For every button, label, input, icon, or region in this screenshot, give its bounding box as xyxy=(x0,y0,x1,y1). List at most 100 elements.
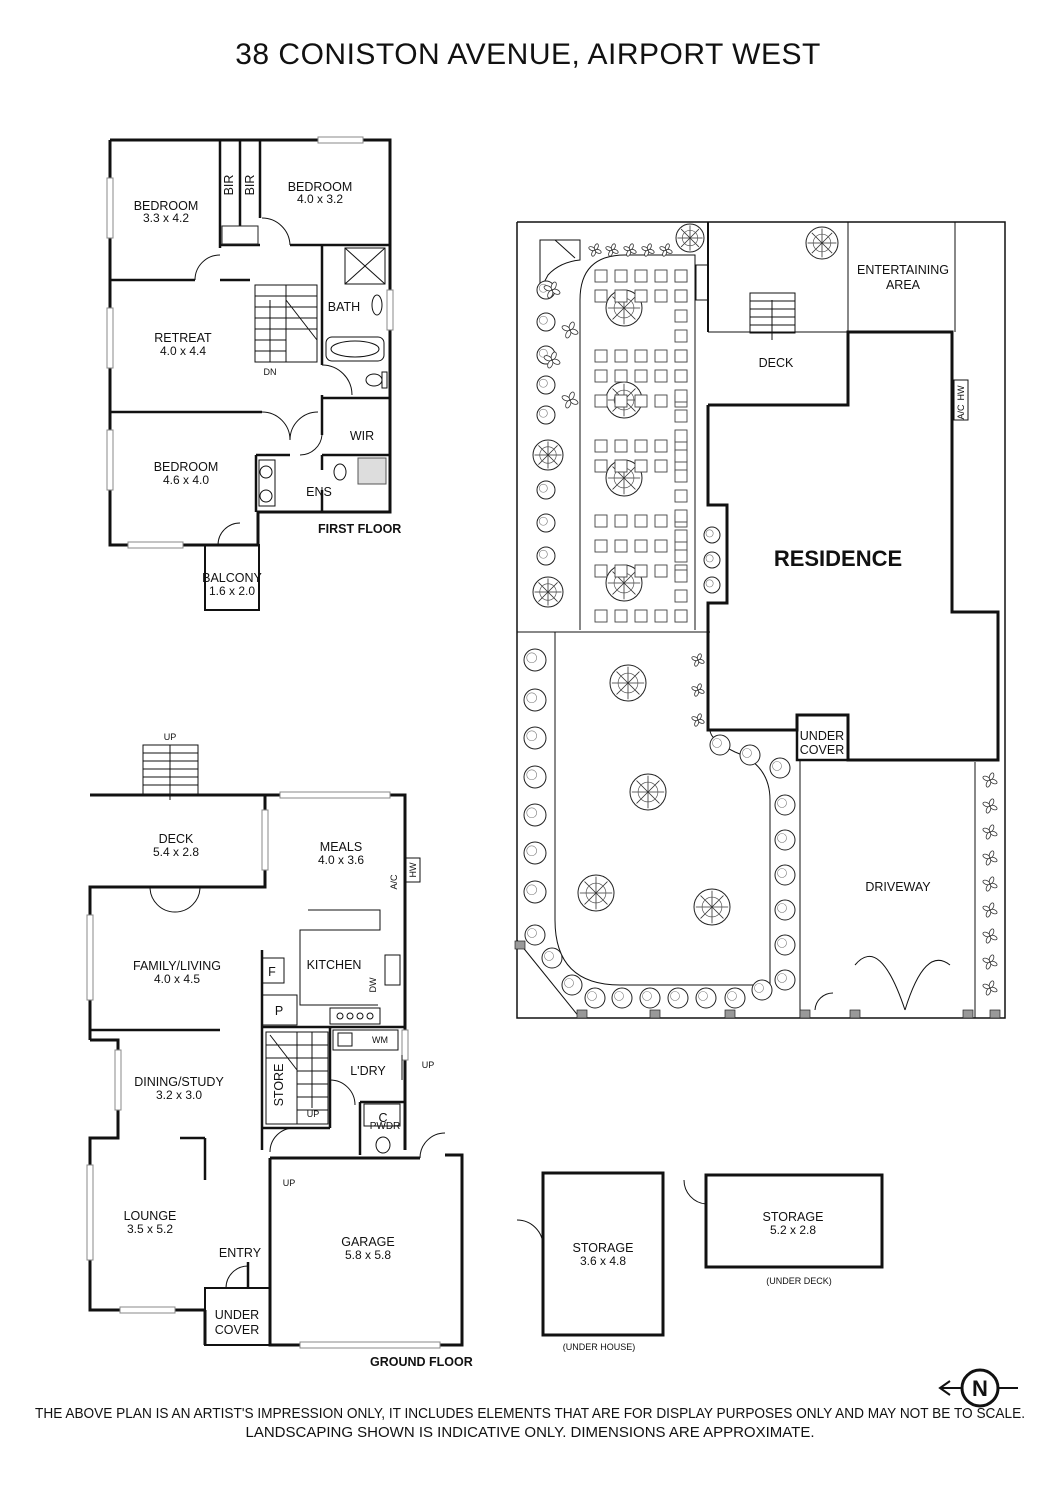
toilet-icon xyxy=(375,1136,391,1154)
shrub-icon xyxy=(982,827,991,834)
lounge-label: LOUNGE xyxy=(124,1209,177,1223)
ground-hw-label: HW xyxy=(408,862,418,877)
shrub-icon xyxy=(989,934,998,941)
fridge-label: F xyxy=(268,965,276,979)
window xyxy=(86,1164,94,1261)
window xyxy=(106,177,114,239)
stair-dn-label: DN xyxy=(264,367,277,377)
meals-dim: 4.0 x 3.6 xyxy=(318,853,364,867)
shrub-icon xyxy=(547,359,554,369)
shrub-icon xyxy=(523,880,547,904)
bir-2-label: BIR xyxy=(243,175,257,196)
bedroom-ne-label: BEDROOM xyxy=(288,180,353,194)
shrub-icon xyxy=(989,856,998,863)
entertaining-label-2: AREA xyxy=(886,278,921,292)
shrub-icon xyxy=(769,757,791,779)
shrub-icon xyxy=(611,987,633,1009)
shrub-icon xyxy=(695,987,717,1009)
storage-under-deck: STORAGE 5.2 x 2.8 (UNDER DECK) xyxy=(683,1173,884,1286)
door-swing-icon xyxy=(516,1219,544,1247)
family-living-label: FAMILY/LIVING xyxy=(133,959,221,973)
shrub-icon xyxy=(982,775,991,782)
shrub-icon xyxy=(561,974,583,996)
dining-study-label: DINING/STUDY xyxy=(134,1075,224,1089)
family-living-dim: 4.0 x 4.5 xyxy=(154,972,200,986)
storage-under-house: STORAGE 3.6 x 4.8 (UNDER HOUSE) xyxy=(516,1171,665,1352)
shrub-icon xyxy=(569,328,579,335)
shrub-icon xyxy=(547,289,554,299)
shrub-icon xyxy=(985,779,992,788)
page-title: 38 CONISTON AVENUE, AIRPORT WEST xyxy=(235,38,821,71)
shrub-icon xyxy=(985,857,992,866)
window xyxy=(106,429,114,491)
ens-label: ENS xyxy=(306,485,332,499)
balcony-dim: 1.6 x 2.0 xyxy=(209,584,255,598)
shrub-icon xyxy=(988,902,995,911)
shrub-icon xyxy=(982,957,991,964)
shrub-icon xyxy=(561,395,571,402)
bedroom-nw-dim: 3.3 x 4.2 xyxy=(143,211,189,225)
store-label: STORE xyxy=(272,1064,286,1107)
residence-label: RESIDENCE xyxy=(774,546,902,571)
shrub-icon xyxy=(982,931,991,938)
bathtub-icon xyxy=(325,336,385,362)
disclaimer-line-1: THE ABOVE PLAN IS AN ARTIST'S IMPRESSION… xyxy=(35,1405,1025,1422)
shrub-icon xyxy=(989,804,998,811)
shrub-icon xyxy=(536,546,556,566)
laundry-label: L'DRY xyxy=(350,1064,386,1078)
sink-icon xyxy=(371,294,383,316)
storage-deck-dim: 5.2 x 2.8 xyxy=(770,1223,816,1237)
shrub-icon xyxy=(724,987,746,1009)
wir-label: WIR xyxy=(350,429,374,443)
shrub-icon xyxy=(568,321,575,331)
shrub-icon xyxy=(536,513,556,533)
shrub-icon xyxy=(524,924,546,946)
deck-up-label: UP xyxy=(164,732,177,742)
door-swing-icon xyxy=(683,1179,707,1205)
dining-study-dim: 3.2 x 3.0 xyxy=(156,1088,202,1102)
balcony-label: BALCONY xyxy=(202,571,262,585)
bir-1-label: BIR xyxy=(222,175,236,196)
window xyxy=(119,1306,176,1314)
cupboard-label: C xyxy=(378,1111,387,1125)
driveway-label: DRIVEWAY xyxy=(865,880,931,894)
shrub-icon xyxy=(628,243,634,251)
retreat-dim: 4.0 x 4.4 xyxy=(160,344,206,358)
shrub-icon xyxy=(989,960,998,967)
shrub-icon xyxy=(523,841,547,865)
shrub-icon xyxy=(696,653,702,661)
shrub-icon xyxy=(523,726,547,750)
window xyxy=(127,541,184,549)
window xyxy=(261,809,269,871)
storage-house-dim: 3.6 x 4.8 xyxy=(580,1254,626,1268)
window xyxy=(299,1341,441,1349)
shrub-icon xyxy=(593,243,599,251)
shrub-icon xyxy=(667,987,689,1009)
shrub-icon xyxy=(551,288,561,295)
kitchen-label: KITCHEN xyxy=(307,958,362,972)
shrub-icon xyxy=(696,683,702,691)
dw-label: DW xyxy=(368,977,378,992)
bath-label: BATH xyxy=(328,300,360,314)
ground-floor-label: GROUND FLOOR xyxy=(370,1355,473,1369)
stair-up-label: UP xyxy=(307,1109,320,1119)
under-cover-label-2: COVER xyxy=(215,1323,259,1337)
shrub-icon xyxy=(569,398,579,405)
shrub-icon xyxy=(703,551,721,569)
shrub-icon xyxy=(543,355,553,362)
shrub-icon xyxy=(646,243,652,251)
wm-label: WM xyxy=(372,1035,388,1045)
shrub-icon xyxy=(985,883,992,892)
ground-floor-plan: UP xyxy=(86,732,473,1369)
shrub-icon xyxy=(541,947,563,969)
shrub-icon xyxy=(988,824,995,833)
shrub-icon xyxy=(584,987,606,1009)
meals-label: MEALS xyxy=(320,840,362,854)
bedroom-s-dim: 4.6 x 4.0 xyxy=(163,473,209,487)
shrub-icon xyxy=(739,744,761,766)
first-floor-plan: BEDROOM 3.3 x 4.2 BIR BIR BEDROOM 4.0 x … xyxy=(106,136,401,611)
retreat-label: RETREAT xyxy=(154,331,212,345)
shrub-icon xyxy=(988,772,995,781)
window xyxy=(106,307,114,369)
window xyxy=(114,1049,122,1111)
